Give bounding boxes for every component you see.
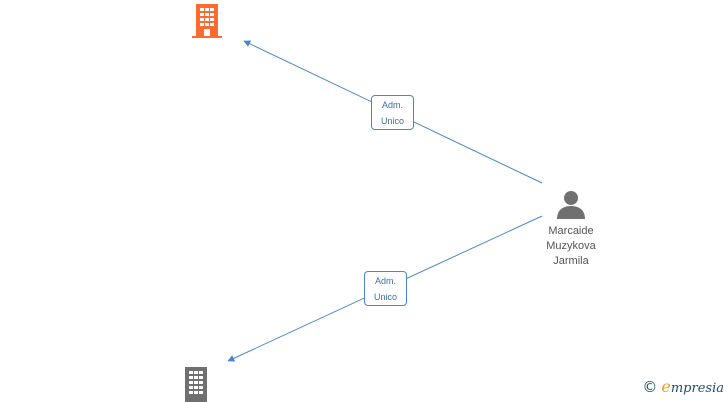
person-icon[interactable] (556, 190, 586, 220)
brand-initial: e (661, 377, 671, 396)
person-name-line: Muzykova (546, 240, 596, 252)
edge-label-line: Adm. (374, 276, 396, 286)
building-icon[interactable] (191, 3, 223, 38)
edge-label-line: Unico (380, 116, 404, 126)
building-icon[interactable] (180, 366, 212, 402)
edge-label-top[interactable]: Adm. Unico (371, 95, 414, 130)
person-name-label[interactable]: Marcaide Muzykova Jarmila (521, 224, 621, 269)
edge-label-bottom[interactable]: Adm. Unico (364, 271, 407, 306)
brand-watermark: © empresia (642, 377, 724, 396)
copyright-icon: © (642, 377, 658, 396)
brand-logo: empresia (661, 377, 724, 396)
edge-label-line: Unico (373, 292, 397, 302)
edge-label-line: Adm. (381, 100, 403, 110)
brand-rest: mpresia (670, 381, 724, 396)
person-name-line: Jarmila (553, 255, 589, 267)
person-name-line: Marcaide (548, 225, 594, 237)
